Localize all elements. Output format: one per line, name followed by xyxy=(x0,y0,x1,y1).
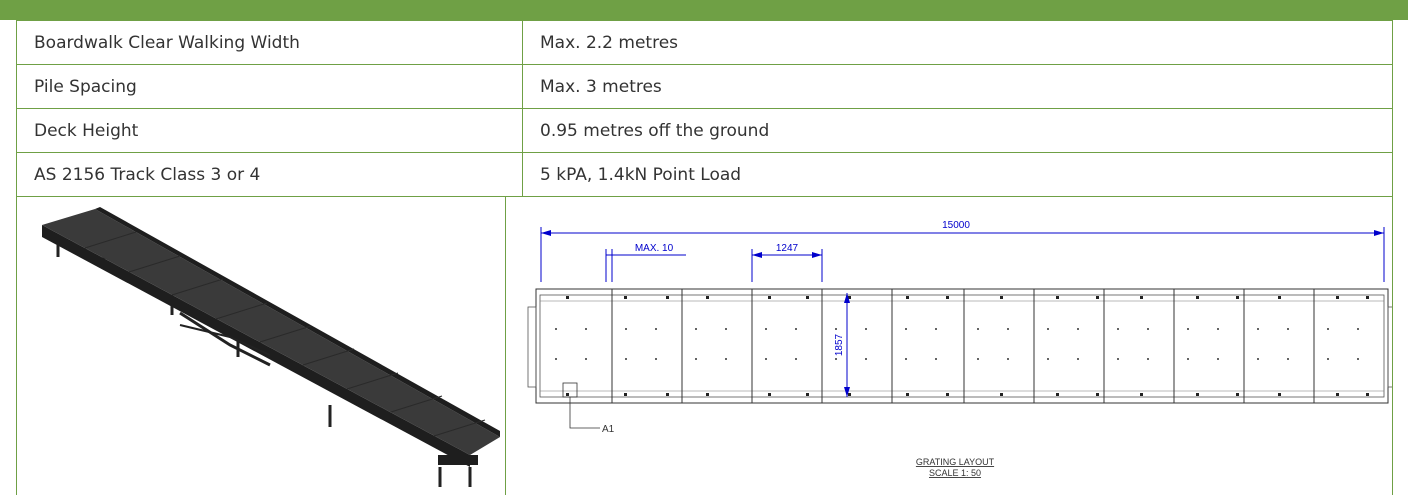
detail-callout-label: A1 xyxy=(602,424,615,435)
grating-layout-drawing: 15000 MAX. 10 1247 xyxy=(527,220,1392,478)
drawing-scale: SCALE 1: 50 xyxy=(929,468,981,478)
spec-label: Pile Spacing xyxy=(16,64,523,109)
overall-length-label: 15000 xyxy=(942,220,970,231)
spec-label: Deck Height xyxy=(16,108,523,153)
table-row: Boardwalk Clear Walking Width Max. 2.2 m… xyxy=(16,20,1393,65)
spec-label: AS 2156 Track Class 3 or 4 xyxy=(16,152,523,197)
boardwalk-render xyxy=(42,207,500,487)
spec-label: Boardwalk Clear Walking Width xyxy=(16,20,523,65)
spec-value: 5 kPA, 1.4kN Point Load xyxy=(522,152,1393,197)
image-row xyxy=(16,196,1393,495)
spec-value: Max. 2.2 metres xyxy=(522,20,1393,65)
max-spacing-label: MAX. 10 xyxy=(635,243,674,254)
table-row: AS 2156 Track Class 3 or 4 5 kPA, 1.4kN … xyxy=(16,152,1393,197)
spec-table: Boardwalk Clear Walking Width Max. 2.2 m… xyxy=(16,20,1393,197)
drawing-title: GRATING LAYOUT xyxy=(916,457,995,467)
width-dimension-label: 1857 xyxy=(834,333,845,356)
column-divider xyxy=(505,196,506,495)
spec-value: 0.95 metres off the ground xyxy=(522,108,1393,153)
table-row: Pile Spacing Max. 3 metres xyxy=(16,64,1393,109)
header-bar xyxy=(0,0,1408,20)
panel-width-label: 1247 xyxy=(776,243,799,254)
table-row: Deck Height 0.95 metres off the ground xyxy=(16,108,1393,153)
spec-value: Max. 3 metres xyxy=(522,64,1393,109)
